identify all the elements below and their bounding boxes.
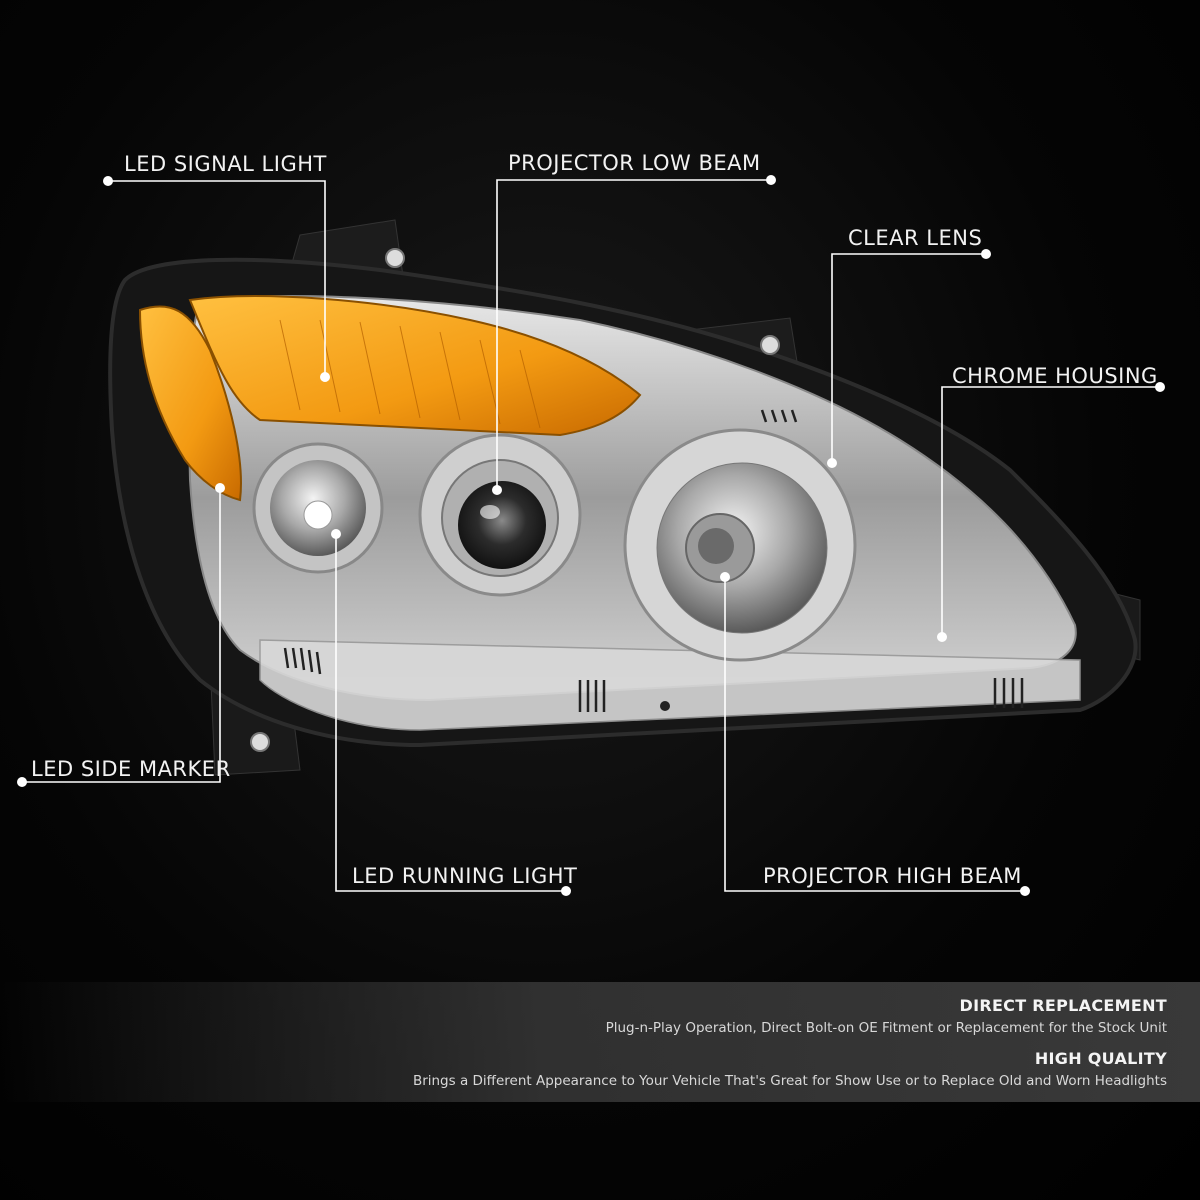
amber-side-marker — [138, 305, 242, 502]
feature-description: Plug-n-Play Operation, Direct Bolt-on OE… — [605, 1020, 1167, 1036]
callout-led-running-light: LED RUNNING LIGHT — [352, 864, 578, 888]
feature-title: HIGH QUALITY — [1034, 1049, 1167, 1068]
callout-led-signal-light: LED SIGNAL LIGHT — [124, 152, 327, 176]
vent-slots — [283, 409, 1024, 712]
callout-dots — [17, 175, 1165, 896]
callout-lines — [22, 179, 1160, 892]
low-beam-projector — [458, 481, 546, 569]
bottom-light-strip — [259, 639, 1081, 731]
feature-title: DIRECT REPLACEMENT — [959, 996, 1167, 1015]
feature-direct-replacement: DIRECT REPLACEMENT Plug-n-Play Operation… — [606, 996, 1167, 1036]
callout-chrome-housing: CHROME HOUSING — [952, 364, 1158, 388]
callout-led-side-marker: LED SIDE MARKER — [31, 757, 231, 781]
feature-panel: DIRECT REPLACEMENT Plug-n-Play Operation… — [0, 982, 1200, 1102]
screw-3 — [250, 732, 270, 752]
amber-signal-lens — [188, 295, 642, 437]
callout-projector-high-beam: PROJECTOR HIGH BEAM — [763, 864, 1022, 888]
signal-facets — [279, 319, 541, 429]
feature-high-quality: HIGH QUALITY Brings a Different Appearan… — [413, 1049, 1167, 1089]
callout-projector-low-beam: PROJECTOR LOW BEAM — [508, 151, 761, 175]
feature-description: Brings a Different Appearance to Your Ve… — [412, 1073, 1167, 1089]
led-running-light-core — [303, 500, 333, 530]
callout-clear-lens: CLEAR LENS — [848, 226, 983, 250]
screw-2 — [760, 335, 780, 355]
screw-1 — [385, 248, 405, 268]
